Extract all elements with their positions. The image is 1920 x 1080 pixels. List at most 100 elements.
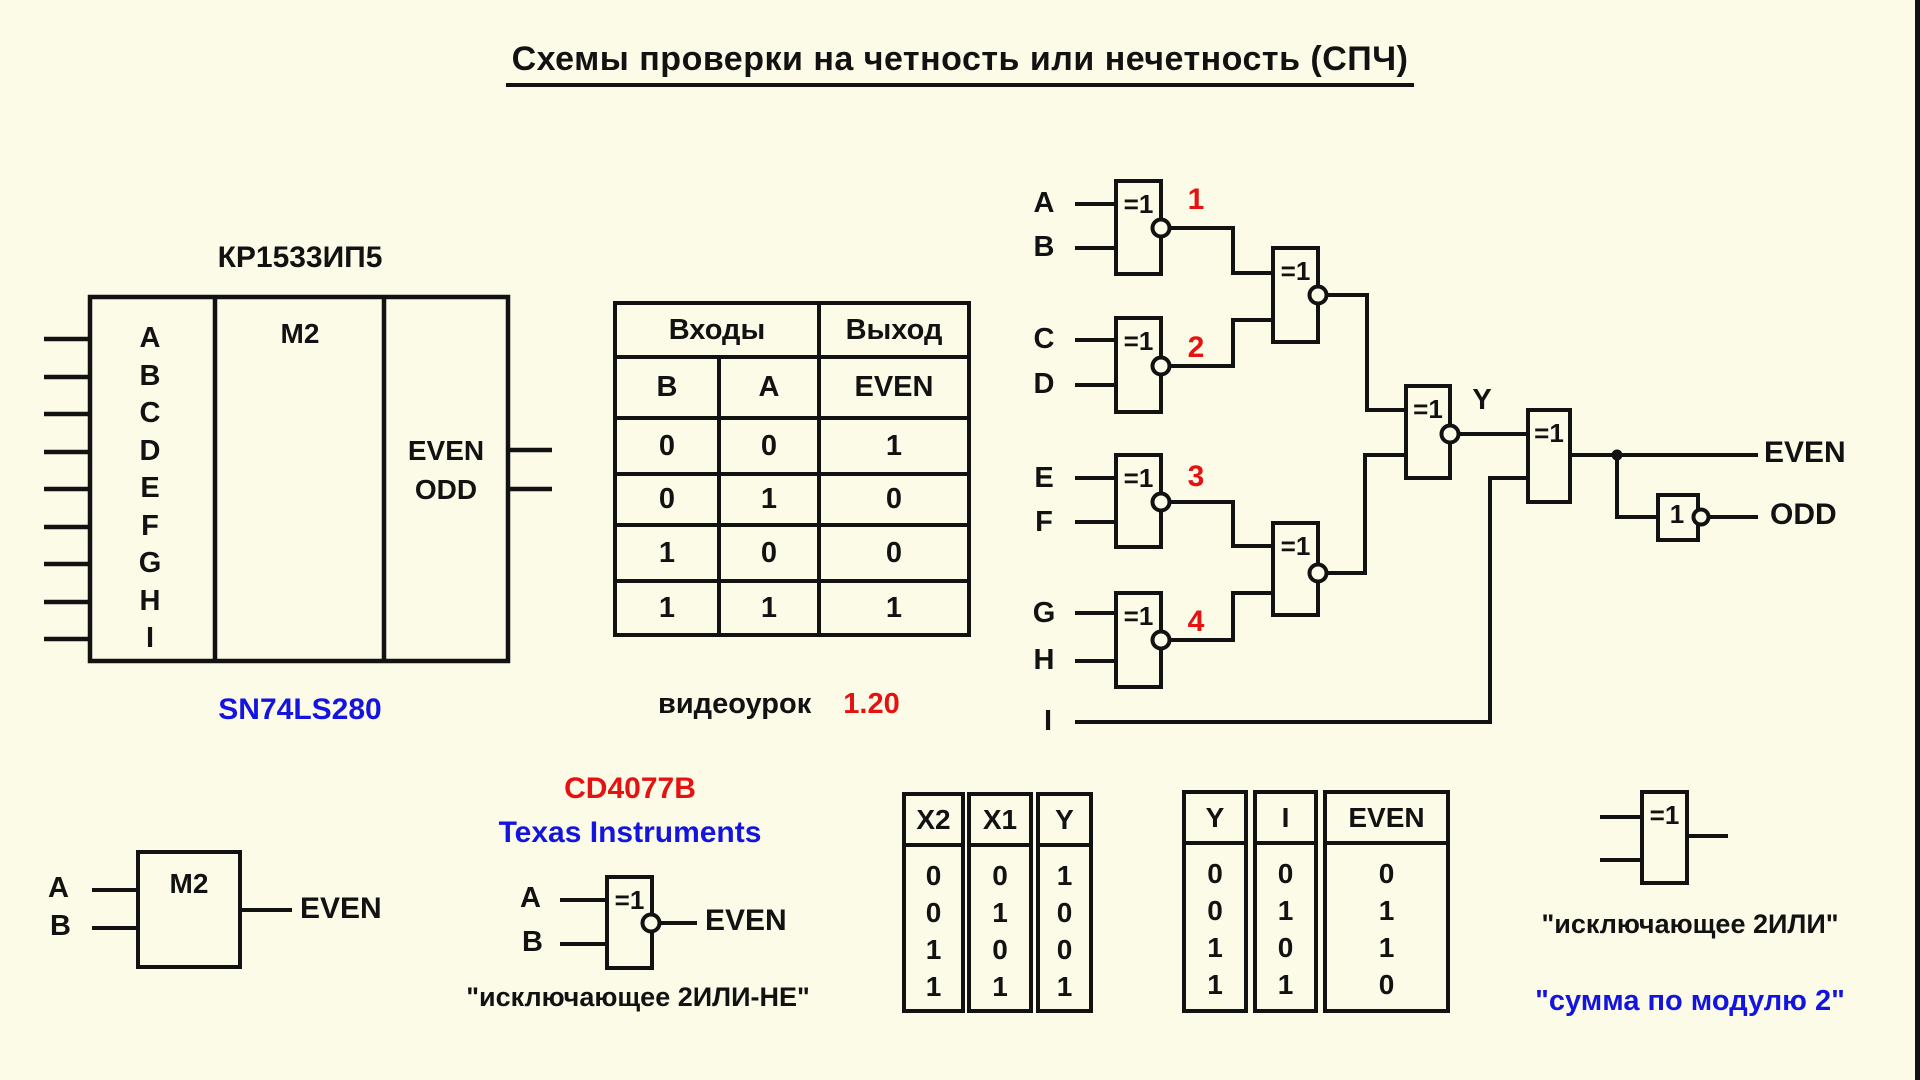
table-cell: 1 <box>817 416 971 476</box>
table-cell: 0 <box>717 523 821 583</box>
xtable-col-x1: X1 0 1 0 1 <box>967 792 1033 1013</box>
ytable-value: 1 <box>1207 969 1223 1000</box>
col-header-b: B <box>613 355 721 420</box>
table-cell: 0 <box>613 416 721 476</box>
chip-pin-i: I <box>145 622 155 654</box>
video-note-label: видеоурок <box>658 688 812 720</box>
ytable-header: EVEN <box>1327 794 1446 845</box>
xtable-value: 1 <box>992 897 1008 928</box>
chip-even-output-label: EVEN <box>407 435 485 466</box>
tree-y-label: Y <box>1472 384 1492 416</box>
gate-symbol-not: 1 <box>1669 499 1685 529</box>
xtable-col-x2: X2 0 0 1 1 <box>902 792 965 1013</box>
xtable-value: 1 <box>1056 860 1073 891</box>
ic-input-pins <box>44 336 90 642</box>
gate-symbol-xor: =1 <box>614 885 645 915</box>
frame-right-border <box>1915 0 1920 1080</box>
chip-pin-e: E <box>140 472 160 504</box>
chip-footer-label: SN74LS280 <box>218 693 382 726</box>
xtable-header: Y <box>1040 796 1089 847</box>
table-cell: 1 <box>717 579 821 637</box>
ytable-col-even: EVEN 0 1 1 0 <box>1323 790 1450 1013</box>
gate-symbol-xor: =1 <box>1123 601 1154 631</box>
chip-function-label: M2 <box>280 318 320 349</box>
ytable-value: 0 <box>1378 969 1395 1000</box>
inversion-bubbles <box>1150 217 1711 651</box>
chip-pin-c: C <box>139 397 161 429</box>
m2-label: M2 <box>169 868 209 899</box>
table-cell: 1 <box>717 472 821 527</box>
wire-g3-out <box>1170 500 1273 548</box>
cd4077-input-a: A <box>520 882 541 914</box>
tree-odd-label: ODD <box>1770 498 1837 531</box>
col-header-a: A <box>717 355 821 420</box>
m2-input-b: B <box>50 910 71 942</box>
wire-input-i <box>1075 476 1528 724</box>
wire-g34-out <box>1327 453 1406 575</box>
table-cell: 0 <box>717 416 821 476</box>
ytable-header: I <box>1257 794 1314 845</box>
ic-output-pins <box>508 447 552 492</box>
tree-input-a: A <box>1033 187 1055 219</box>
xtable-value: 0 <box>992 860 1008 891</box>
xtable-value: 1 <box>925 934 942 965</box>
wire-odd-branch <box>1615 455 1658 519</box>
xtable-header: X1 <box>971 796 1029 847</box>
main-truth-table: Входы Выход B A EVEN 0 0 1 0 1 0 1 0 0 1… <box>613 301 971 637</box>
tree-input-i: I <box>1043 705 1053 737</box>
table-cell: 1 <box>817 579 971 637</box>
tree-input-c: C <box>1033 323 1055 355</box>
ytable-value: 0 <box>1207 895 1223 926</box>
tree-input-h: H <box>1033 644 1055 676</box>
stage-number-1: 1 <box>1187 183 1205 216</box>
wire-g1-out <box>1170 226 1273 275</box>
stage-number-4: 4 <box>1187 605 1205 638</box>
xtable-value: 0 <box>925 860 942 891</box>
stage-number-3: 3 <box>1187 460 1205 493</box>
cd4077-manufacturer: Texas Instruments <box>498 816 762 849</box>
ytable-value: 0 <box>1277 932 1294 963</box>
table-cell: 0 <box>613 472 721 527</box>
table-cell: 0 <box>817 472 971 527</box>
ytable-value: 1 <box>1378 895 1395 926</box>
tree-input-e: E <box>1034 462 1054 494</box>
cd4077-part-number: CD4077B <box>564 772 696 805</box>
xtable-value: 0 <box>925 897 942 928</box>
xtable-header: X2 <box>906 796 961 847</box>
gate-symbol-xor: =1 <box>1649 800 1680 830</box>
cd4077-caption: "исключающее 2ИЛИ-НЕ" <box>466 982 810 1012</box>
ytable-header: Y <box>1186 794 1244 845</box>
chip-pin-f: F <box>141 510 159 542</box>
chip-pin-b: B <box>139 360 161 392</box>
chip-pin-g: G <box>138 547 162 579</box>
chip-pin-d: D <box>139 435 161 467</box>
gate-symbol-xor: =1 <box>1123 463 1154 493</box>
table-cell: 1 <box>613 579 721 637</box>
tree-input-b: B <box>1033 231 1055 263</box>
video-note: видеоурок 1.20 <box>658 690 900 719</box>
chip-pin-h: H <box>139 585 161 617</box>
xtable-value: 1 <box>925 971 942 1002</box>
chip-part-label: КР1533ИП5 <box>217 241 383 274</box>
wire-junction-dot <box>1611 449 1623 461</box>
gate-symbol-xor: =1 <box>1123 189 1154 219</box>
tree-input-f: F <box>1035 506 1053 538</box>
col-header-even: EVEN <box>817 355 971 420</box>
chip-odd-output-label: ODD <box>414 474 478 505</box>
xor-caption-mod2: "сумма по модулю 2" <box>1535 985 1845 1017</box>
cd4077-bubble <box>640 912 662 934</box>
tree-input-d: D <box>1033 368 1055 400</box>
page-title: Схемы проверки на четность или нечетност… <box>505 42 1415 87</box>
tree-input-wires <box>1075 202 1116 663</box>
m2-even-label: EVEN <box>300 892 382 925</box>
xor-caption: "исключающее 2ИЛИ" <box>1541 909 1839 939</box>
table-cell: 0 <box>817 523 971 583</box>
gate-symbol-xor: =1 <box>1280 256 1311 286</box>
ytable-col-y: Y 0 0 1 1 <box>1182 790 1248 1013</box>
gate-symbol-xor: =1 <box>1413 394 1443 424</box>
table-header-output: Выход <box>817 301 971 359</box>
m2-input-a: A <box>48 872 69 904</box>
gate-symbol-xor: =1 <box>1280 531 1311 561</box>
ytable-value: 1 <box>1277 895 1294 926</box>
